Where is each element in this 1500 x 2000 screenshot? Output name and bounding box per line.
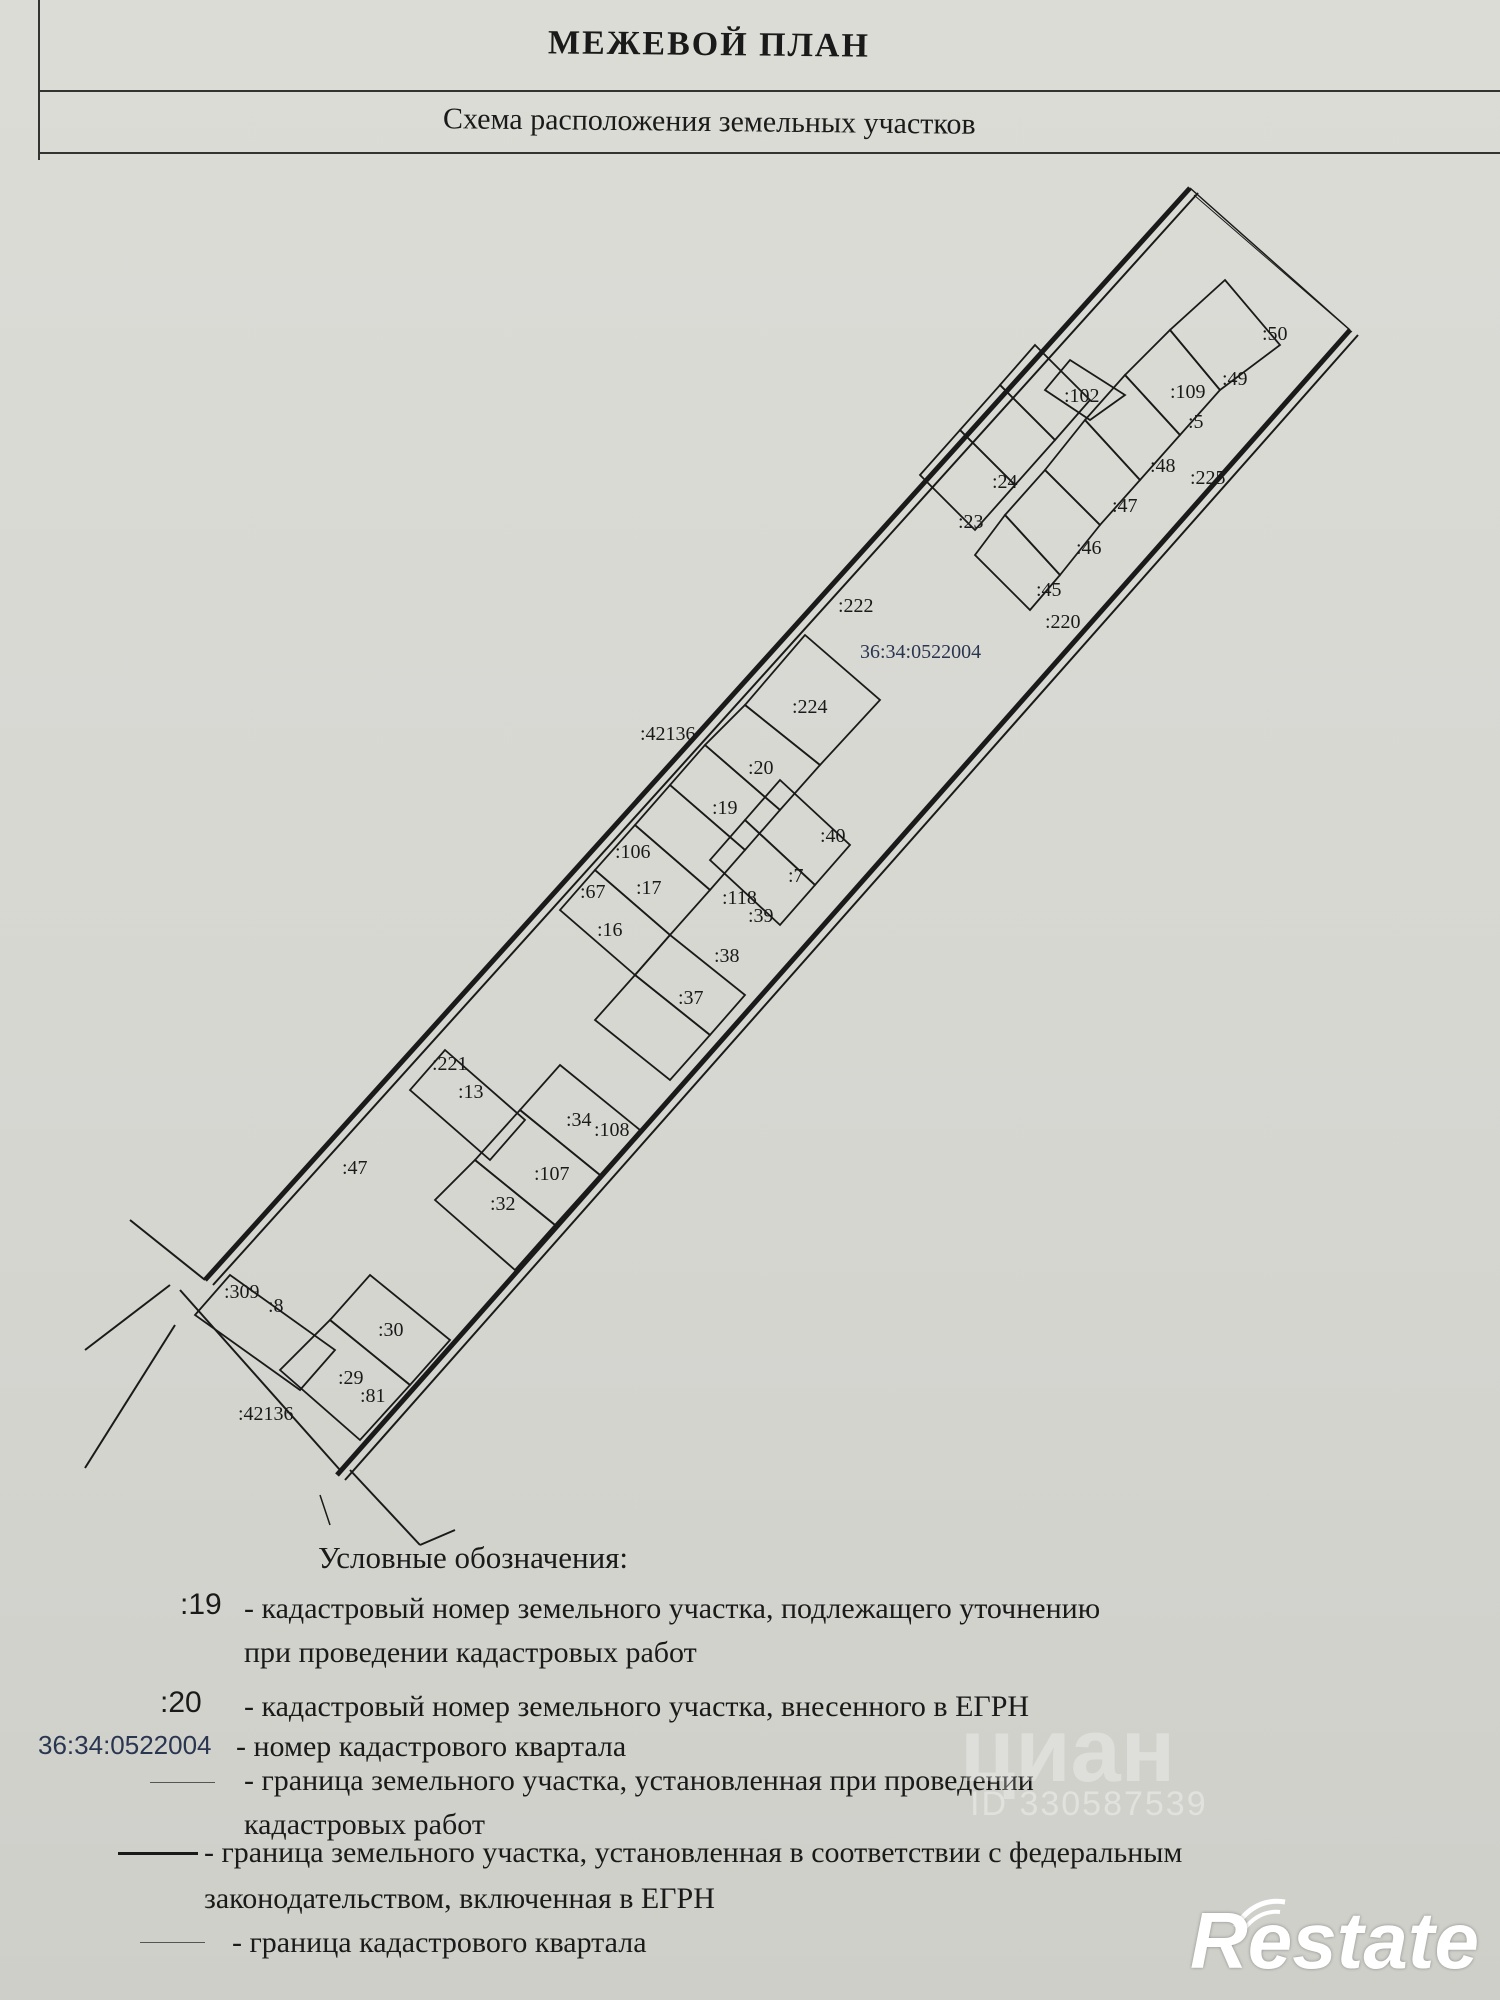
parcel-label: :45 (1036, 579, 1062, 601)
parcel-label: :20 (748, 757, 774, 779)
parcel-labels: :50 :102 :109 :49 :5 :24 :48 :225 :23 :4… (224, 323, 1288, 1425)
parcel-label: :309 (224, 1281, 260, 1303)
parcel-label: :222 (838, 595, 874, 617)
subtitle-row: Схема расположения земельных участков (38, 92, 1500, 154)
parcel-label: :8 (268, 1295, 284, 1317)
parcel-label: :48 (1150, 455, 1176, 477)
parcel-label: :221 (432, 1053, 468, 1075)
parcel-label: :13 (458, 1081, 484, 1103)
parcel-label: :220 (1045, 611, 1081, 633)
parcel-label: :47 (1112, 495, 1138, 517)
parcel-label: :107 (534, 1163, 570, 1185)
neighbor-label-top: :42136 (640, 723, 696, 745)
parcel-label: :34 (566, 1109, 592, 1131)
parcel-label: :40 (820, 825, 846, 847)
parcel-label: :46 (1076, 537, 1102, 559)
parcel-label: :16 (597, 919, 623, 941)
parcel-label: :109 (1170, 381, 1206, 403)
strip-outline (84, 186, 1359, 1546)
parcel-label: :50 (1262, 323, 1288, 345)
parcel-label: :67 (580, 881, 606, 903)
parcel-label: :38 (714, 945, 740, 967)
quarter-label: 36:34:0522004 (860, 641, 981, 663)
watermark-cian: циан (960, 1701, 1176, 1801)
parcel-label: :49 (1222, 368, 1248, 390)
parcel-label: :108 (594, 1119, 630, 1141)
watermark-id: ID 330587539 (970, 1785, 1208, 1823)
parcel-label: :106 (615, 841, 651, 863)
neighbor-label-bottom: :42136 (238, 1403, 294, 1425)
title-frame (38, 0, 1500, 160)
parcel-label: :81 (360, 1385, 386, 1407)
brand-logo: Restate (1190, 1896, 1480, 1985)
parcel-label: :19 (712, 797, 738, 819)
parcel-label: :7 (788, 865, 804, 887)
parcel-boundaries (193, 278, 1282, 1442)
parcel-label: :24 (992, 471, 1018, 493)
parcel-label: :30 (378, 1319, 404, 1341)
brand-signal-icon (1232, 1898, 1286, 1930)
parcel-label: :39 (748, 905, 774, 927)
parcel-label: :5 (1188, 411, 1204, 433)
parcel-label: :102 (1064, 385, 1100, 407)
parcel-label: :47 (342, 1157, 368, 1179)
parcel-label: :32 (490, 1193, 516, 1215)
parcel-label: :17 (636, 877, 662, 899)
parcel-label: :224 (792, 696, 828, 718)
parcel-label: :37 (678, 987, 704, 1009)
parcel-label: :225 (1190, 467, 1226, 489)
parcel-label: :118 (722, 887, 757, 909)
parcel-label: :29 (338, 1367, 364, 1389)
parcel-label: :23 (958, 511, 984, 533)
title-row: МЕЖЕВОЙ ПЛАН (38, 0, 1500, 92)
